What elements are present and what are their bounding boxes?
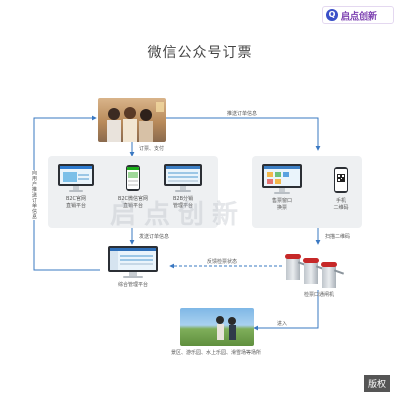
- b2b-label: B2B分销 管理平台: [172, 196, 194, 209]
- edge-scan: 扫描二维码: [324, 233, 352, 240]
- brand-mark-icon: Q: [326, 9, 338, 21]
- brand-name: 启点创新: [341, 11, 378, 22]
- b2c-wechat-label: B2C微信官网 直销平台: [117, 196, 149, 209]
- turnstile-gate-2: [302, 256, 327, 284]
- mobile-label: 手机 二维码: [333, 198, 349, 211]
- turnstile-gate-1: [284, 252, 309, 280]
- edge-send-order: 发送订单信息: [138, 233, 171, 240]
- brand-tagline: QIDIAN INNOVATION: [341, 18, 372, 22]
- b2c-wechat-phone: [126, 165, 140, 191]
- edge-feedback: 反馈检票状态: [206, 258, 239, 265]
- edge-order-pay: 订票、支付: [138, 145, 166, 152]
- brand-logo: Q 启点创新 QIDIAN INNOVATION: [322, 6, 394, 24]
- watermark: 启点创新: [110, 200, 247, 230]
- window-label: 售票窗口 换票: [271, 198, 292, 211]
- edge-enter: 进入: [276, 320, 289, 327]
- b2c-label: B2C官网 直销平台: [65, 196, 87, 209]
- arrow-photo-to-window: [166, 117, 321, 151]
- users-photo: [98, 98, 166, 142]
- gate-label: 检票口通闸机: [303, 292, 334, 298]
- edge-order-info: 推送订单信息: [226, 110, 259, 117]
- venue-label: 景区、游乐园、水上乐园、滑雪场等场所: [170, 350, 261, 356]
- venue-photo: [180, 308, 254, 346]
- edge-push-user: 向用户推送订单信息: [31, 170, 38, 220]
- mobile-qr-phone: [334, 167, 348, 193]
- b2b-monitor: [164, 164, 202, 192]
- page-title: 微信公众号订票: [147, 45, 253, 61]
- mgmt-monitor: [108, 246, 158, 278]
- arrow-gate-to-venue: [253, 290, 319, 331]
- turnstile-gate-3: [320, 260, 345, 288]
- copyright-badge: 版权: [363, 375, 390, 392]
- mgmt-label: 综合管理平台: [117, 282, 148, 288]
- b2c-monitor: [58, 164, 94, 192]
- window-monitor: [262, 164, 302, 194]
